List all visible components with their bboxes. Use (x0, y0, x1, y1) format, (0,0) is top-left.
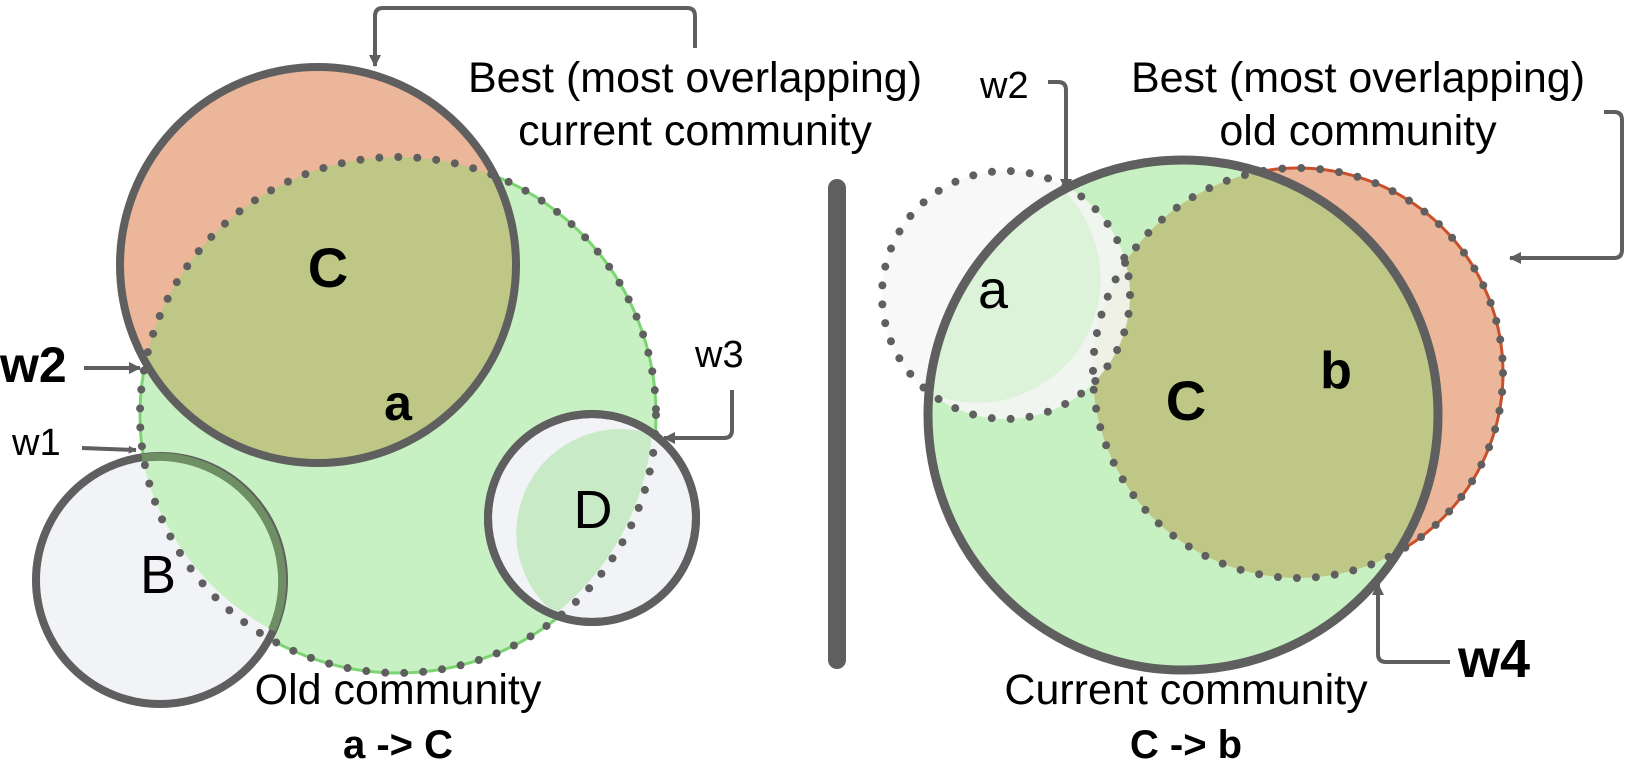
current-community-outline (923, 155, 1443, 675)
right-callout-line-1: Best (most overlapping) (1131, 54, 1585, 102)
callout-arrow-right (1509, 110, 1624, 264)
community-a-overlap (933, 191, 1101, 403)
left-label-a: a (384, 375, 413, 431)
callout-arrow-left (369, 6, 697, 67)
right-caption-transition: C -> b (1130, 723, 1242, 767)
community-a-dotted-outline (878, 167, 1134, 423)
left-callout-line-1: Best (most overlapping) (468, 54, 922, 102)
left-label-w3: w3 (694, 334, 744, 376)
right-caption-title: Current community (1004, 666, 1368, 714)
left-label-c: C (308, 236, 348, 299)
right-label-w4: w4 (1457, 629, 1530, 689)
w1-arrow (81, 445, 137, 454)
old-community-dotted-outline (136, 153, 660, 677)
right-label-c: C (1166, 369, 1206, 432)
community-d-outline (484, 410, 700, 626)
community-d-overlap (516, 429, 652, 614)
left-callout-line-2: current community (518, 107, 872, 155)
right-panel: a C b w2 w4 Best (most overlapping) old … (878, 54, 1624, 767)
right-callout-line-2: old community (1219, 107, 1497, 155)
community-c-outline (116, 63, 520, 467)
left-panel: C a B D w2 w1 w3 Best (most overlapping)… (0, 6, 922, 767)
right-label-w2: w2 (979, 65, 1029, 107)
left-label-w2: w2 (0, 337, 67, 393)
community-c-overlap (140, 157, 516, 463)
left-caption-title: Old community (255, 666, 542, 714)
w3-arrow (663, 390, 734, 444)
w2-arrow-right (1048, 80, 1072, 191)
community-b-overlap-edge (141, 452, 287, 632)
w4-arrow (1372, 583, 1450, 664)
left-label-b: B (140, 545, 176, 605)
left-caption-transition: a -> C (343, 723, 453, 767)
right-label-a: a (978, 260, 1009, 320)
left-label-d: D (574, 480, 613, 540)
right-label-b: b (1320, 342, 1352, 400)
left-label-w1: w1 (11, 422, 61, 464)
old-community-b-dotted-outline (1089, 164, 1507, 582)
